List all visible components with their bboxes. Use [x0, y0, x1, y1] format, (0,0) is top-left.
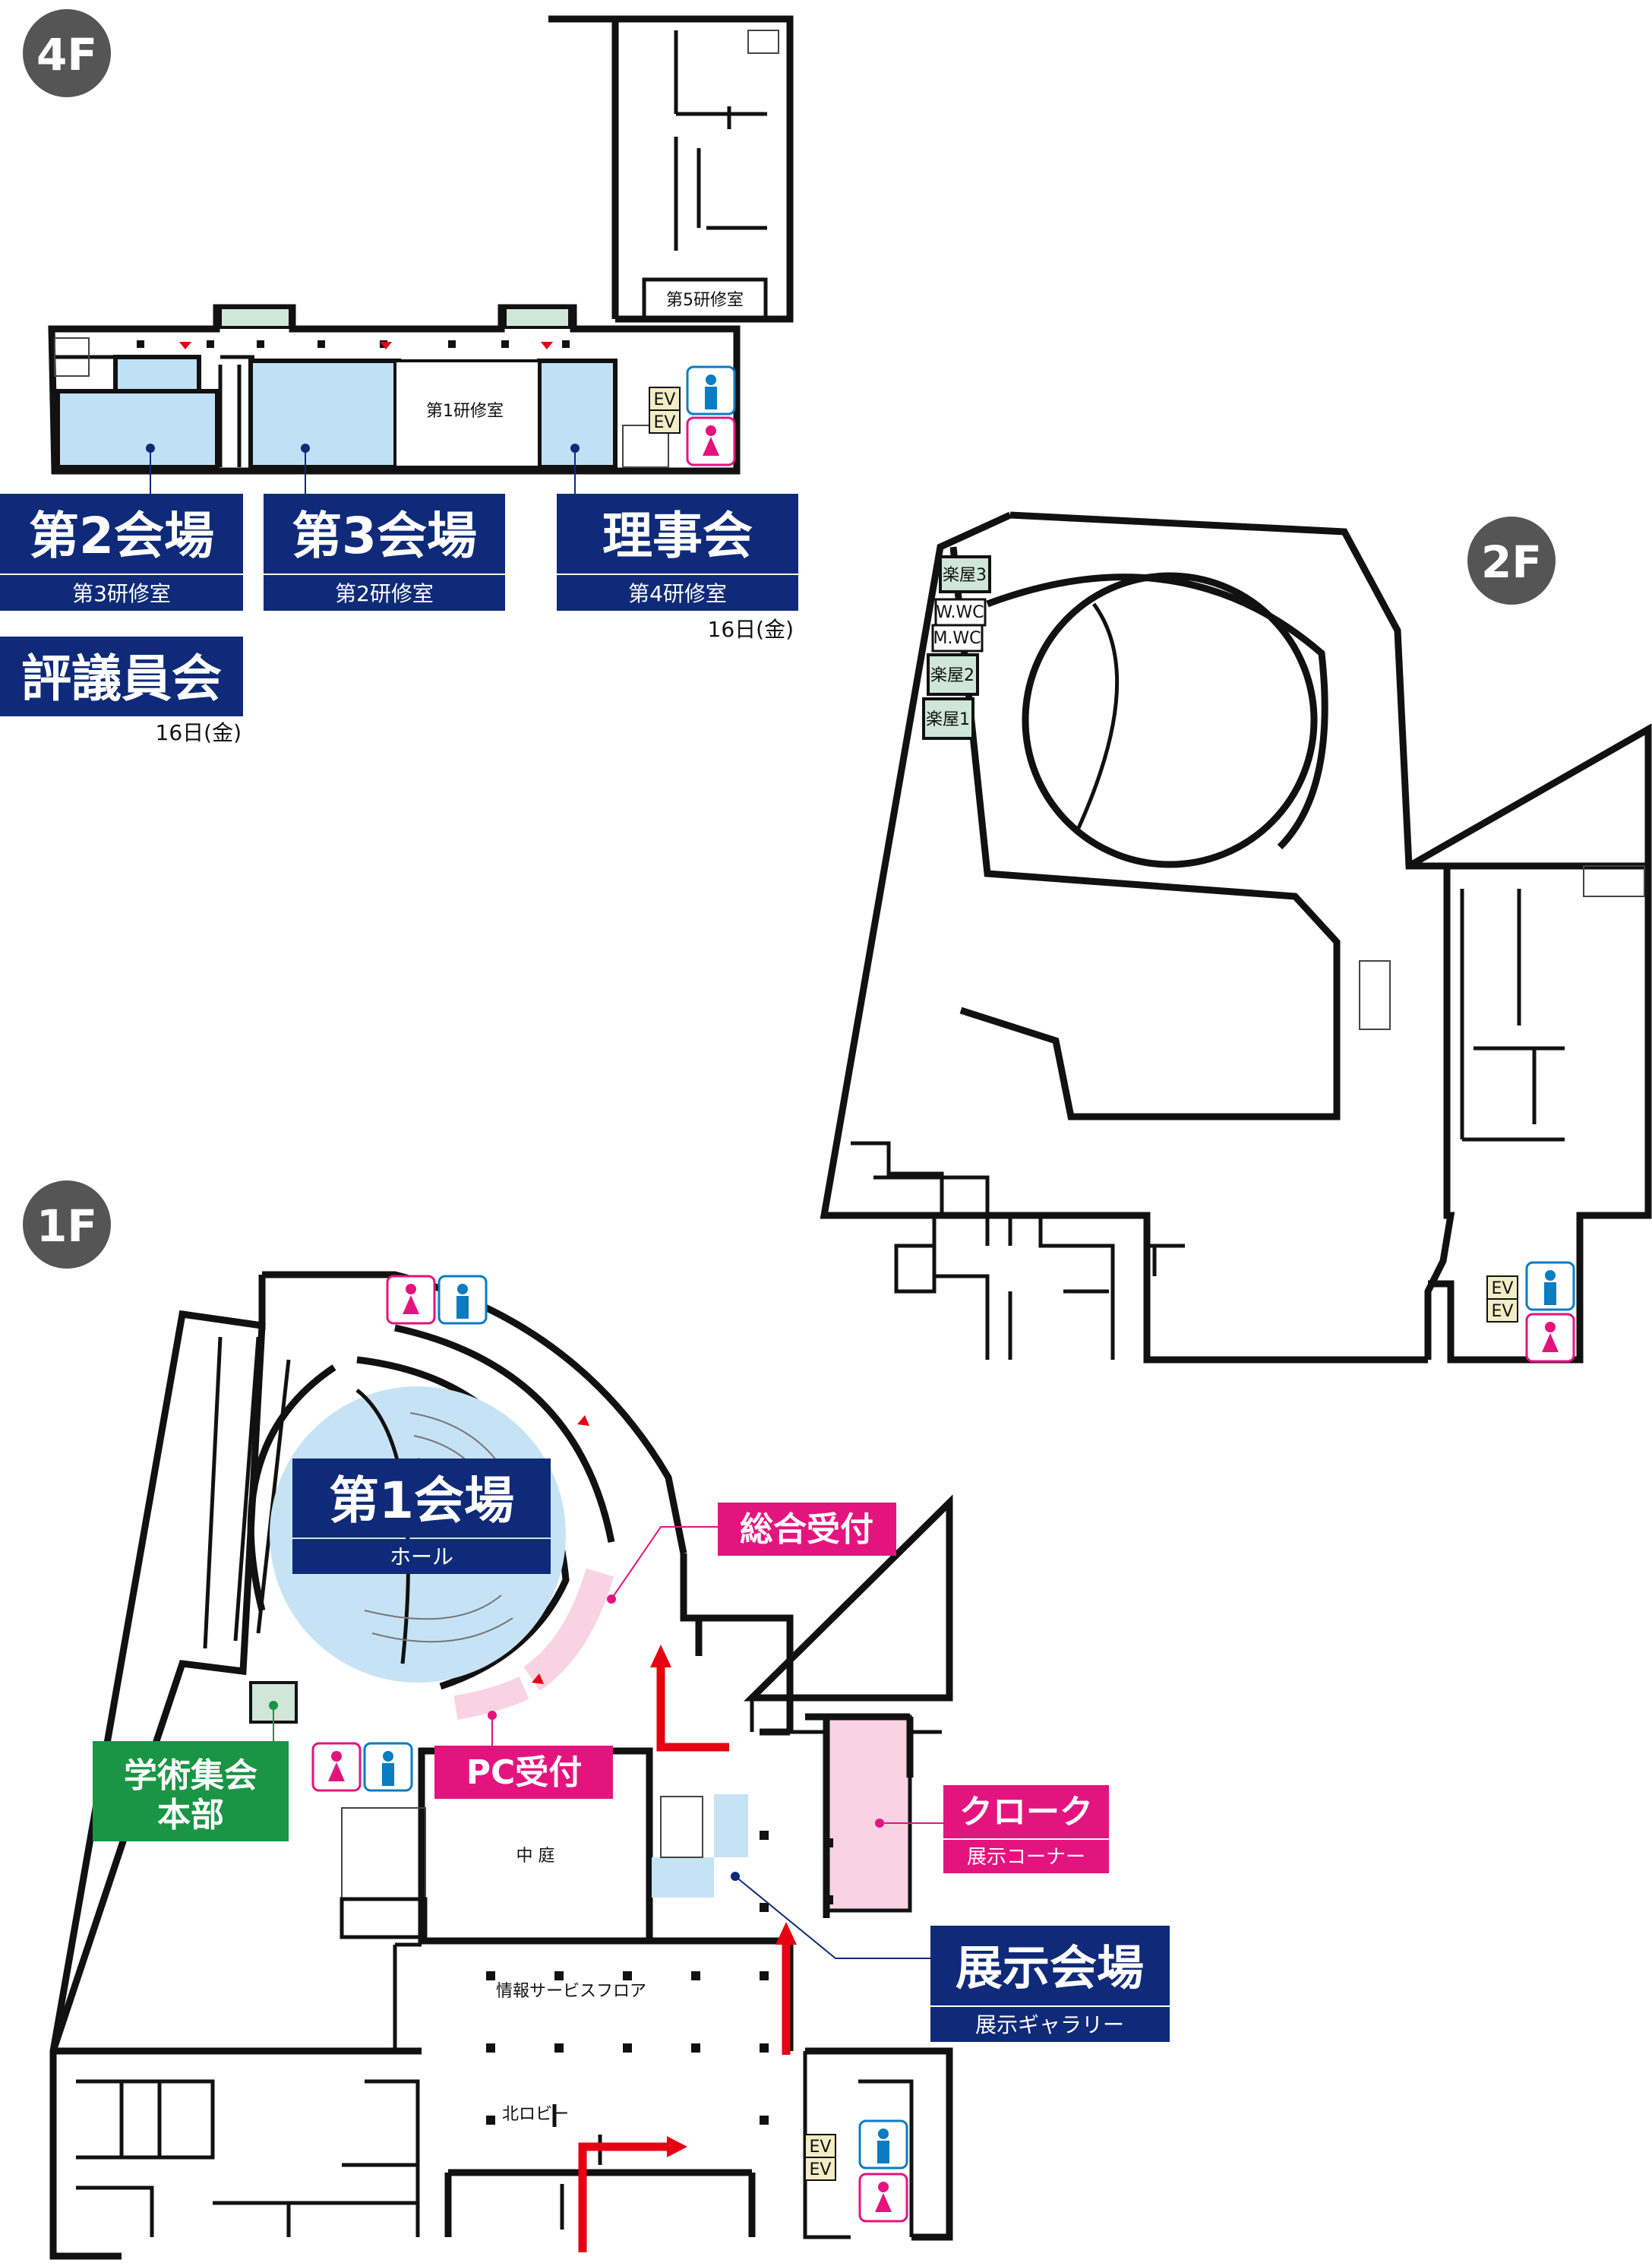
- room-1-area: [393, 359, 541, 469]
- lounge-left: [219, 306, 292, 329]
- room-5-label: 第5研修室: [666, 291, 744, 310]
- ev-4f-1: EV: [654, 390, 676, 409]
- cloak-label: クローク 展示コーナー: [943, 1785, 1109, 1873]
- svg-text:第2会場: 第2会場: [29, 507, 214, 565]
- floor-1f: 1F: [23, 1180, 1170, 2260]
- svg-text:展示コーナー: 展示コーナー: [967, 1846, 1085, 1869]
- auditorium-2f: [1022, 572, 1318, 868]
- svg-text:理事会: 理事会: [602, 507, 753, 565]
- toilet-female-hall: [386, 1275, 436, 1325]
- ev-1f-1: EV: [810, 2138, 832, 2157]
- svg-text:評議員会: 評議員会: [21, 649, 222, 708]
- toilet-female-4f: [686, 416, 736, 466]
- svg-text:学術集会: 学術集会: [124, 1756, 257, 1795]
- ev-2f-1: EV: [1492, 1279, 1514, 1298]
- svg-text:第3研修室: 第3研修室: [72, 581, 171, 606]
- ev-4f-2: EV: [654, 413, 676, 432]
- svg-text:第2研修室: 第2研修室: [335, 581, 434, 606]
- toilet-male-hall: [437, 1275, 488, 1325]
- svg-text:ホール: ホール: [390, 1544, 453, 1569]
- svg-text:楽屋2: 楽屋2: [930, 666, 974, 685]
- svg-text:本部: 本部: [157, 1796, 224, 1835]
- toilet-male-1f-east: [858, 2119, 908, 2170]
- svg-text:展示ギャラリー: 展示ギャラリー: [975, 2012, 1124, 2037]
- svg-text:楽屋3: 楽屋3: [943, 566, 987, 585]
- toilet-female-1f-east: [858, 2173, 908, 2223]
- pc-reception-label: PC受付: [434, 1746, 613, 1799]
- exhibit-hall-area: [652, 1794, 748, 1898]
- dressing-rooms: 楽屋3 W.WC M.WC 楽屋2 楽屋1: [922, 555, 991, 740]
- svg-text:M.WC: M.WC: [933, 629, 981, 648]
- ev-1f-2: EV: [810, 2160, 832, 2179]
- room-3-area: [55, 389, 220, 469]
- stair-4f: [54, 337, 90, 377]
- cloak-area: [824, 1715, 912, 1913]
- stair-2f: [1359, 960, 1391, 1030]
- venue-1-label: 第1会場 ホール: [292, 1459, 551, 1574]
- venue-2-label: 第2会場 第3研修室: [0, 494, 243, 611]
- board-label: 理事会 第4研修室 16日(金): [557, 494, 798, 642]
- floor-label-2f: 2F: [1481, 536, 1542, 588]
- floor-4f: 4F 第5研修室 第1研修室 EV: [0, 9, 798, 745]
- floor-badge-2f: [1467, 517, 1556, 605]
- ev-2f-2: EV: [1492, 1302, 1514, 1321]
- courtyard-label: 中 庭: [516, 1847, 555, 1866]
- pillars-4f: [137, 340, 570, 348]
- floor-label-1f: 1F: [36, 1200, 97, 1252]
- floor-2f: 2F 楽屋3 W.WC M.WC 楽屋2 楽屋1 EV: [820, 511, 1652, 1364]
- general-reception-area: [523, 1568, 614, 1691]
- floor-label-4f: 4F: [36, 29, 97, 81]
- entrance-markers-4f: [179, 342, 553, 349]
- pc-reception-area: [453, 1677, 529, 1720]
- exhibit-label: 展示会場 展示ギャラリー: [930, 1926, 1170, 2042]
- venue-3-label: 第3会場 第2研修室: [264, 494, 505, 611]
- svg-text:PC受付: PC受付: [466, 1753, 583, 1792]
- floor-badge-1f: [23, 1180, 111, 1269]
- room-5: [642, 277, 768, 321]
- svg-text:16日(金): 16日(金): [156, 720, 242, 745]
- room-1-label: 第1研修室: [426, 402, 504, 421]
- svg-text:第3会場: 第3会場: [292, 507, 477, 565]
- svg-text:W.WC: W.WC: [936, 603, 984, 622]
- svg-text:クローク: クローク: [959, 1793, 1093, 1831]
- svg-text:第1会場: 第1会場: [329, 1471, 514, 1530]
- general-reception-label: 総合受付: [718, 1503, 896, 1556]
- svg-text:総合受付: 総合受付: [740, 1510, 873, 1549]
- council-label: 評議員会 16日(金): [0, 637, 243, 745]
- hq-label: 学術集会 本部: [93, 1741, 289, 1841]
- stair-1f: [660, 1796, 703, 1858]
- north-lobby-label: 北ロビー: [502, 2105, 569, 2124]
- svg-text:楽屋1: 楽屋1: [926, 710, 970, 729]
- floor-badge-4f: [23, 9, 111, 97]
- toilet-female-2f: [1525, 1313, 1575, 1363]
- toilet-male-2f: [1525, 1261, 1575, 1311]
- toilet-female-west: [311, 1742, 362, 1792]
- route-arrows: [578, 1664, 791, 2252]
- svg-text:16日(金): 16日(金): [708, 617, 794, 642]
- toilet-male-4f: [686, 365, 736, 416]
- info-floor-label: 情報サービスフロア: [496, 1982, 646, 2001]
- svg-text:第4研修室: 第4研修室: [628, 581, 727, 606]
- room-2-area: [248, 359, 401, 469]
- pillars-1f: [486, 1831, 833, 2125]
- toilet-male-west: [363, 1742, 413, 1792]
- svg-text:展示会場: 展示会場: [956, 1940, 1144, 1996]
- lounge-right: [504, 306, 571, 329]
